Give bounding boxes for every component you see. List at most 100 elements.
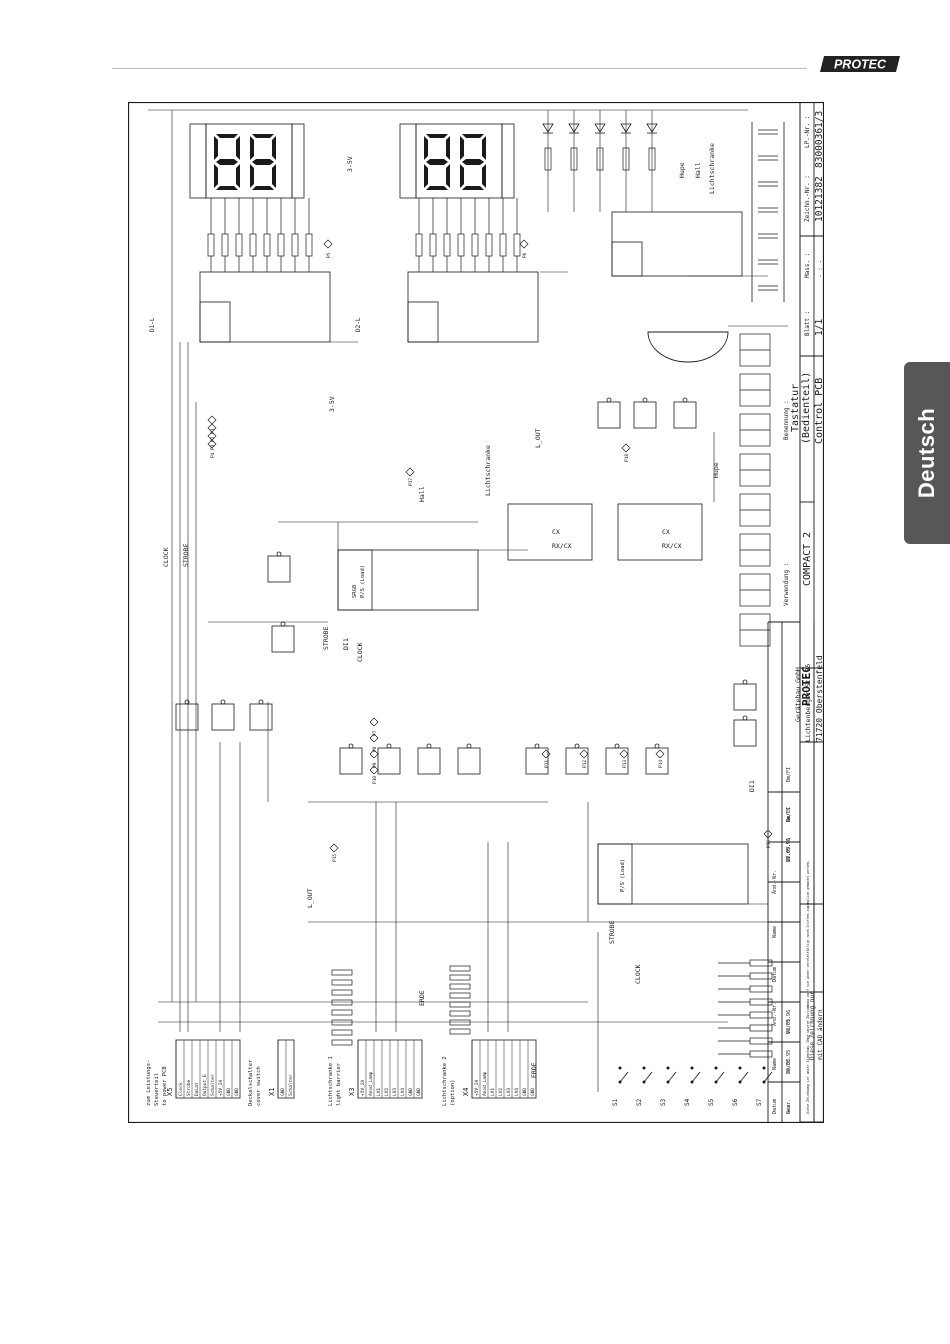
strobe-label-d8: STROBE — [608, 920, 616, 944]
test-point-label: P16 — [766, 840, 772, 848]
test-point-label: P8 — [372, 746, 378, 752]
resistor — [331, 969, 353, 976]
segment — [426, 186, 448, 190]
resistor — [749, 985, 773, 993]
cx-label-a: CX — [552, 528, 560, 536]
inverter-bubble — [258, 699, 264, 705]
test-point-icon — [369, 765, 379, 775]
supply-label-top: 3-5V — [346, 156, 354, 172]
connector-id: X3 — [348, 1088, 356, 1096]
rev-bear: Se/EC — [786, 1059, 792, 1074]
connector-id: X1 — [268, 1088, 276, 1096]
monoflop-d9a — [507, 503, 593, 561]
shift-register-d7 — [337, 549, 479, 611]
connector-pin: GND — [530, 1088, 536, 1096]
connector-pin: Clock — [178, 1082, 184, 1096]
resistor — [207, 233, 215, 257]
resistor — [749, 1024, 773, 1032]
test-point-label: P9 — [372, 762, 378, 768]
rev-cell: Re/EI — [786, 807, 792, 822]
test-point-label: P7 — [372, 730, 378, 736]
di1-label-d8: DI1 — [748, 780, 756, 792]
resistor — [305, 233, 313, 257]
rev-header: Name — [772, 1058, 778, 1070]
rev-cell: 07.05.96 — [786, 838, 792, 862]
gate — [733, 683, 757, 711]
benennung-line-3: Control PCB — [814, 378, 824, 444]
digit-4 — [460, 134, 486, 190]
gate — [597, 401, 621, 429]
company-line-2: Lichtenberger Str.35 — [804, 664, 812, 742]
test-point-label: P10 — [372, 776, 378, 784]
resistor — [749, 1050, 773, 1058]
connector-pin: Strobe — [186, 1079, 192, 1096]
switch-label-S5: S5 — [708, 1098, 715, 1106]
language-tab-label: Deutsch — [914, 407, 940, 499]
blatt-label: Blatt : — [804, 311, 811, 336]
segment — [272, 164, 276, 188]
resistor — [449, 1019, 471, 1026]
clock-label-left: CLOCK — [162, 547, 170, 567]
test-point-icon — [207, 415, 217, 425]
resistor — [291, 233, 299, 257]
resistor — [331, 979, 353, 986]
test-point-label: P11 — [544, 760, 550, 768]
connector-pin: LV4 — [400, 1088, 406, 1096]
test-point-icon — [369, 749, 379, 759]
benennung-line-1: Tastatur — [790, 384, 801, 432]
test-point-icon — [405, 467, 415, 477]
test-point-label: P15 — [332, 854, 338, 862]
switch-lever — [619, 1071, 629, 1083]
resistor — [331, 999, 353, 1006]
connector-title: Deckelschalter — [248, 1059, 254, 1106]
inverter-bubble — [682, 397, 688, 403]
resistor — [235, 233, 243, 257]
connector-pin: +5V_2A — [360, 1079, 366, 1096]
inverter-bubble — [466, 743, 472, 749]
buzzer-symbol — [647, 331, 729, 363]
rxcx-label-a: RX/CX — [552, 542, 572, 550]
resistor — [449, 965, 471, 972]
switch-contact — [690, 1066, 694, 1070]
switch-contact — [762, 1066, 766, 1070]
verwendung-value: COMPACT 2 — [802, 532, 813, 586]
inverter-bubble — [654, 743, 660, 749]
switch-lever — [667, 1071, 677, 1083]
test-point-icon — [207, 439, 217, 449]
rev-cell: Se/EC — [786, 807, 792, 822]
test-point-icon — [323, 239, 333, 249]
rev-bear: 07.05.96 — [786, 1010, 792, 1034]
switch-contact — [738, 1066, 742, 1070]
connector-id: X5 — [166, 1088, 174, 1096]
segment — [216, 186, 238, 190]
shift-register-d3 — [611, 211, 743, 277]
gate — [673, 401, 697, 429]
capacitor-column — [751, 122, 785, 302]
zeichn-label: Zeichn.-Nr. : — [804, 175, 811, 222]
resistor — [471, 233, 479, 257]
pload-label-d7: P/S (Load) — [360, 565, 366, 598]
language-tab[interactable]: Deutsch — [904, 362, 950, 544]
digit-3 — [424, 134, 450, 190]
connector-pin: GND — [522, 1088, 528, 1096]
cad-note-1: Diese Zeichnung nur — [809, 991, 816, 1060]
resistor — [331, 1019, 353, 1026]
connector-title: to power PCB — [162, 1066, 168, 1106]
rev-gez: Vo/FI — [786, 1019, 792, 1034]
seven-segment-displays — [214, 134, 486, 190]
resistor — [749, 1037, 773, 1045]
shift-register-d1 — [199, 271, 331, 343]
ic-power-column — [739, 333, 771, 647]
rev-cell: 20.09.95 — [786, 838, 792, 862]
inverter-bubble — [574, 743, 580, 749]
inverter-bubble — [348, 743, 354, 749]
segment — [426, 134, 448, 138]
schematic-wiring — [148, 109, 788, 1092]
resistor — [331, 989, 353, 996]
segment — [252, 186, 274, 190]
connector-title: Lichtschranke 1 — [328, 1056, 334, 1106]
rxcx-label-b: RX/CX — [662, 542, 682, 550]
strobe-label-left: STROBE — [182, 543, 190, 567]
